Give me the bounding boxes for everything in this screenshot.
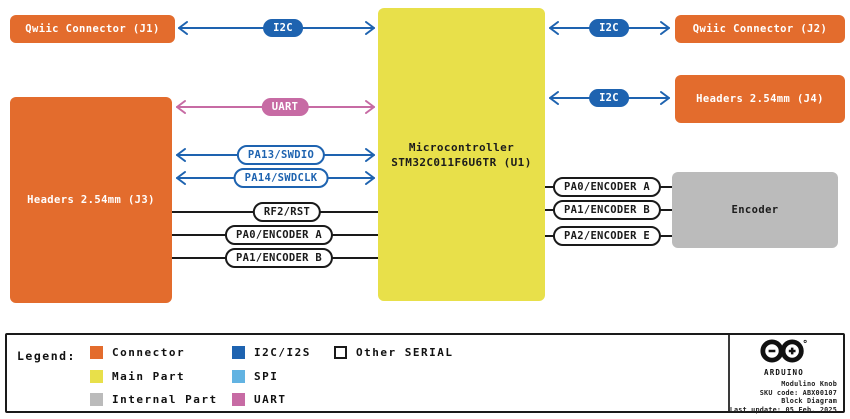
document-type: Block Diagram xyxy=(781,397,837,406)
swdio-pill: PA13/SWDIO xyxy=(236,145,326,165)
i2c-pill-j1: I2C xyxy=(263,19,303,37)
legend-item-uart: UART xyxy=(232,393,287,406)
encoder-label: Encoder xyxy=(731,204,779,216)
i2c-pill-j4: I2C xyxy=(589,89,629,107)
headers-j4-box: Headers 2.54mm (J4) xyxy=(675,75,845,123)
uart-color-swatch xyxy=(232,393,245,406)
headers-j3-label: Headers 2.54mm (J3) xyxy=(27,194,155,206)
swdclk-pill: PA14/SWDCLK xyxy=(233,168,329,188)
last-update: Last update: 05 Feb, 2025 xyxy=(729,405,837,414)
qwiic-connector-j2-label: Qwiic Connector (J2) xyxy=(692,23,828,35)
headers-j4-label: Headers 2.54mm (J4) xyxy=(696,93,824,105)
main-part-color-swatch xyxy=(90,370,103,383)
encoder-box: Encoder xyxy=(672,172,838,248)
encoder-b-pill-right: PA1/ENCODER B xyxy=(552,200,662,220)
legend-item-i2c: I2C/I2S xyxy=(232,346,311,359)
arduino-wordmark: ARDUINO xyxy=(763,368,804,377)
microcontroller-label: Microcontroller STM32C011F6U6TR (U1) xyxy=(391,140,531,170)
uart-pill: UART xyxy=(261,98,309,116)
legend-item-spi: SPI xyxy=(232,370,278,383)
microcontroller-box: Microcontroller STM32C011F6U6TR (U1) xyxy=(378,8,545,301)
i2c-pill-j2: I2C xyxy=(589,19,629,37)
legend-divider xyxy=(728,335,730,411)
product-name: Modulino Knob xyxy=(781,380,837,388)
microcontroller-title: Microcontroller xyxy=(408,140,515,154)
legend-panel: Legend: Connector Main Part Internal Par… xyxy=(5,333,845,414)
legend-item-connector: Connector xyxy=(90,346,185,359)
qwiic-connector-j1-label: Qwiic Connector (J1) xyxy=(25,23,160,35)
spi-color-swatch xyxy=(232,370,245,383)
legend-item-main-part: Main Part xyxy=(90,370,185,383)
encoder-a-pill-left: PA0/ENCODER A xyxy=(224,225,334,245)
qwiic-connector-j1-box: Qwiic Connector (J1) xyxy=(10,15,175,43)
qwiic-connector-j2-box: Qwiic Connector (J2) xyxy=(675,15,845,43)
connector-color-swatch xyxy=(90,346,103,359)
footer-info: Modulino Knob SKU code: ABX00107 Block D… xyxy=(728,380,840,414)
encoder-e-pill-right: PA2/ENCODER E xyxy=(552,226,662,246)
legend-item-other-serial: Other SERIAL xyxy=(334,346,453,359)
rst-pill: RF2/RST xyxy=(252,202,322,222)
headers-j3-box: Headers 2.54mm (J3) xyxy=(10,97,172,303)
microcontroller-part-number: STM32C011F6U6TR (U1) xyxy=(391,155,532,169)
i2c-color-swatch xyxy=(232,346,245,359)
encoder-b-pill-left: PA1/ENCODER B xyxy=(224,248,334,268)
other-serial-color-swatch xyxy=(334,346,347,359)
encoder-a-pill-right: PA0/ENCODER A xyxy=(552,177,662,197)
legend-title: Legend: xyxy=(17,349,76,363)
footer-brand-block: ARDUINO Modulino Knob SKU code: ABX00107… xyxy=(728,338,840,414)
legend-item-internal-part: Internal Part xyxy=(90,393,218,406)
sku-code: SKU code: ABX00107 xyxy=(759,388,837,397)
internal-part-color-swatch xyxy=(90,393,103,406)
arduino-logo-icon xyxy=(760,339,807,363)
